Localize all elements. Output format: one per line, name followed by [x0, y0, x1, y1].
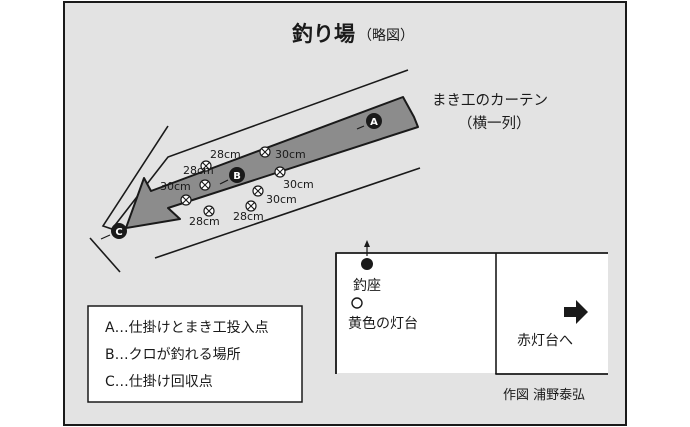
- marker-b-label: B: [233, 171, 241, 182]
- diagram-title: 釣り場: [292, 22, 355, 46]
- circled-x-icon: [259, 146, 271, 158]
- marker-a-pointer: [356, 125, 365, 130]
- circled-x-icon: [274, 166, 286, 178]
- diagram-title-note: （略図）: [358, 28, 414, 44]
- legend-item-c: C…仕掛け回収点: [105, 374, 213, 390]
- direction-label: 赤灯台へ: [517, 333, 573, 349]
- depth-label: 30cm: [283, 178, 314, 191]
- marker-c-icon: [111, 223, 127, 239]
- pier-body: [337, 254, 608, 373]
- marker-a-icon: [366, 113, 382, 129]
- depth-label: 30cm: [266, 193, 297, 206]
- depth-label: 28cm: [183, 164, 214, 177]
- flow-line-bottom: [154, 167, 421, 259]
- lighthouse-label: 黄色の灯台: [348, 315, 418, 332]
- circled-x-icon: [203, 205, 215, 217]
- marker-b-icon: [229, 167, 245, 183]
- cast-direction-arrowhead: [364, 240, 370, 247]
- depth-label: 30cm: [160, 180, 191, 193]
- legend-box: [87, 305, 303, 403]
- circled-x-icon: [180, 194, 192, 206]
- fishing-seat-icon: [361, 258, 373, 270]
- depth-label: 30cm: [275, 148, 306, 161]
- marker-a-label: A: [370, 117, 378, 128]
- callout-line-1: まき工のカーテン: [432, 92, 548, 109]
- arrow-right-icon: [564, 300, 588, 324]
- legend-item-b: B…クロが釣れる場所: [105, 347, 241, 363]
- credit-text: 作図 浦野泰弘: [503, 388, 585, 403]
- marker-b-pointer: [219, 179, 229, 185]
- depth-points: [180, 146, 286, 217]
- legend-item-a: A…仕掛けとまき工投入点: [105, 320, 269, 336]
- circled-x-icon: [245, 200, 257, 212]
- depth-label: 28cm: [233, 210, 264, 223]
- depth-label: 28cm: [189, 215, 220, 228]
- depth-label: 28cm: [210, 148, 241, 161]
- lighthouse-icon: [351, 297, 363, 309]
- callout-line-2: （横一列）: [458, 115, 531, 132]
- circled-x-icon: [200, 160, 212, 172]
- marker-c-pointer: [100, 234, 111, 240]
- circled-x-icon: [252, 185, 264, 197]
- flow-line-lower: [89, 237, 121, 273]
- fishing-seat-label: 釣座: [353, 278, 381, 294]
- marker-c-label: C: [115, 227, 122, 238]
- circled-x-icon: [199, 179, 211, 191]
